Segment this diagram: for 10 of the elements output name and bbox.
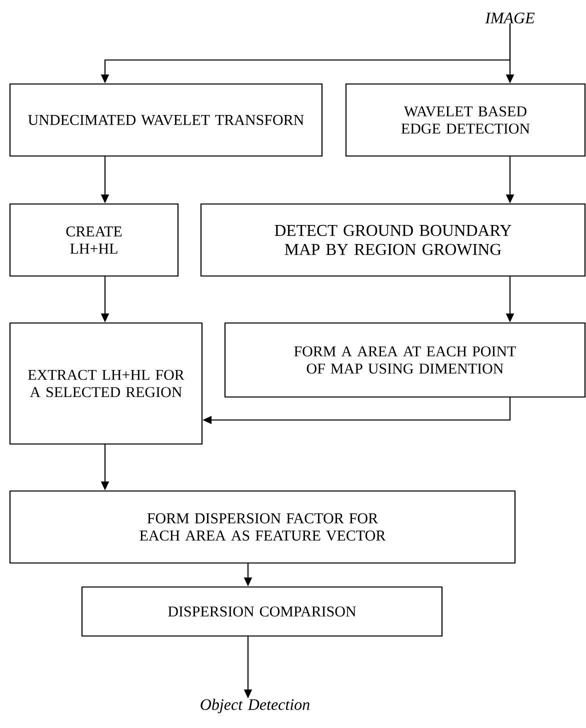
process-box: FORM A AREA AT EACH POINT OF MAP USING DIMENTION (224, 322, 586, 398)
terminal-label: IMAGE (485, 12, 535, 24)
process-box: CREATE LH+HL (9, 203, 179, 277)
process-box: FORM DISPERSION FACTOR FOR EACH AREA AS FEATURE VECTOR (9, 490, 516, 564)
process-box: EXTRACT LH+HL FOR A SELECTED REGION (9, 322, 203, 445)
terminal-label: Object Detection (200, 698, 310, 714)
process-box: DISPERSION COMPARISON (81, 586, 443, 637)
process-box: DETECT GROUND BOUNDARY MAP BY REGION GROWING (200, 203, 586, 277)
process-box: WAVELET BASED EDGE DETECTION (345, 83, 586, 157)
process-box: UNDECIMATED WAVELET TRANSFORN (9, 83, 323, 157)
